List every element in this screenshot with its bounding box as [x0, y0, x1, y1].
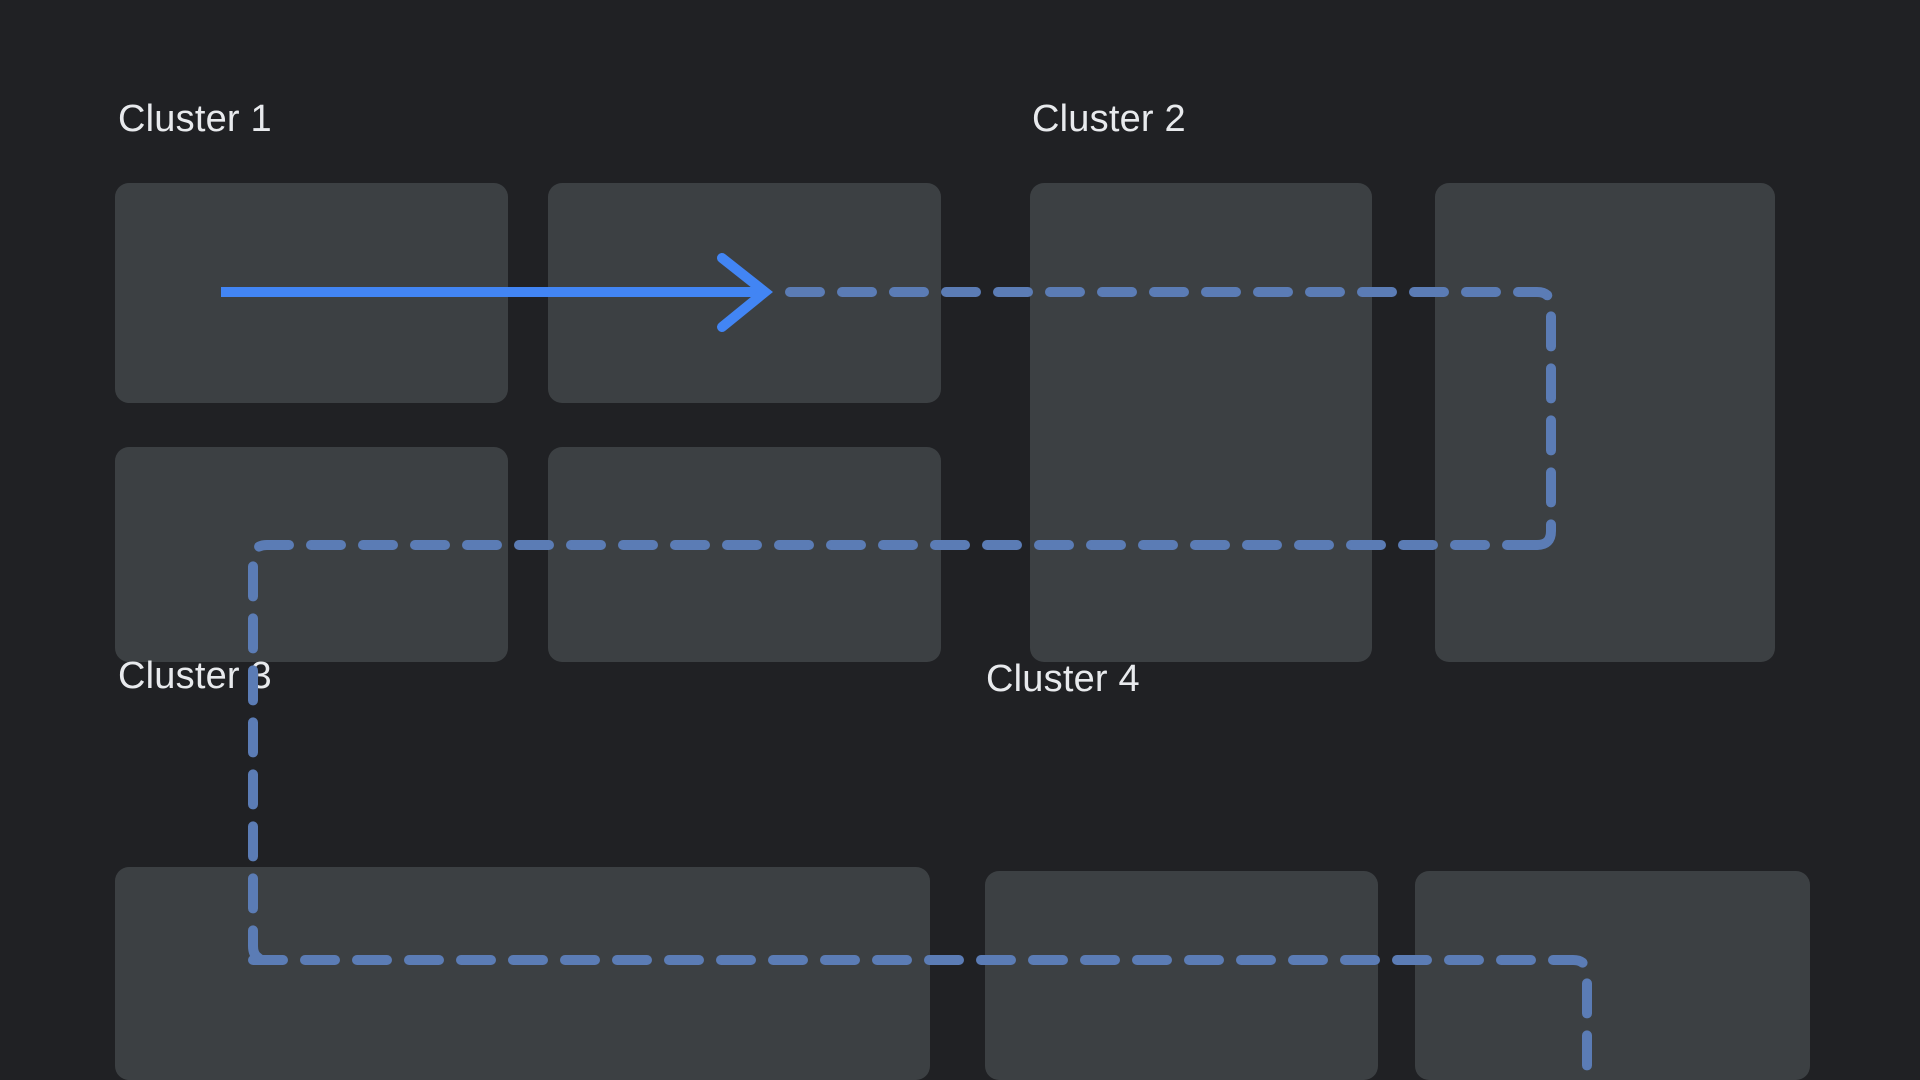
node-card[interactable] [115, 447, 508, 662]
node-card[interactable] [115, 183, 508, 403]
node-card[interactable] [1030, 183, 1372, 662]
node-card[interactable] [985, 871, 1378, 1080]
cluster-label-1: Cluster 1 [118, 98, 272, 140]
cluster-label-3: Cluster 3 [118, 655, 272, 697]
node-card[interactable] [115, 867, 930, 1080]
node-card[interactable] [548, 183, 941, 403]
node-card[interactable] [1435, 183, 1775, 662]
node-card[interactable] [548, 447, 941, 662]
cluster-label-4: Cluster 4 [986, 658, 1140, 700]
cluster-label-2: Cluster 2 [1032, 98, 1186, 140]
node-card[interactable] [1415, 871, 1810, 1080]
